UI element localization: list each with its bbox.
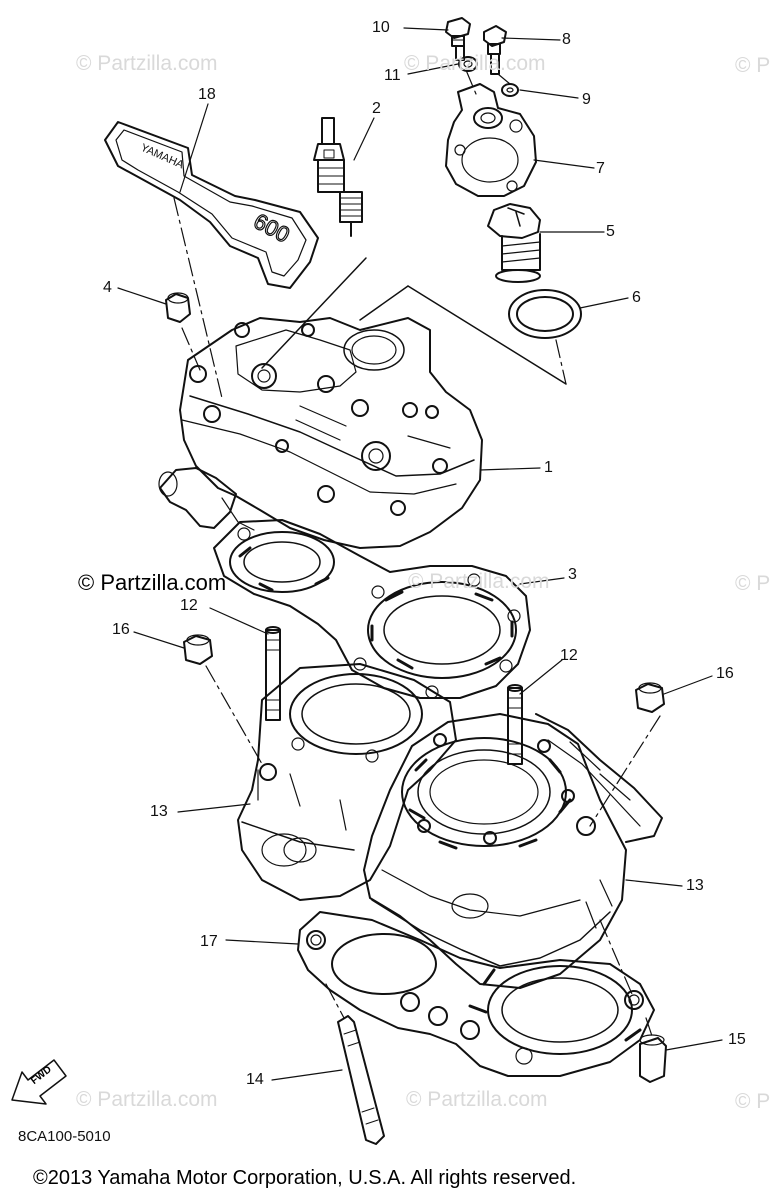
watermark: © Partzilla.com	[406, 1088, 548, 1111]
cylinder-head-part-1	[158, 317, 483, 549]
callout-label: 15	[728, 1031, 746, 1048]
callout-label: 14	[246, 1071, 264, 1088]
base-gasket-part-17	[297, 911, 655, 1077]
callout-label: 11	[384, 67, 401, 84]
callout-label: 4	[103, 279, 112, 296]
callout-label: 12	[560, 647, 578, 664]
callout-label: 13	[150, 803, 168, 820]
diagram-part-code: 8CA100-5010	[18, 1128, 111, 1145]
callout-label: 5	[606, 223, 615, 240]
washer-part-11	[458, 56, 478, 72]
callout-label: 6	[632, 289, 641, 306]
copyright-notice: ©2013 Yamaha Motor Corporation, U.S.A. A…	[33, 1167, 577, 1189]
alignment-lines	[173, 69, 661, 1037]
callout-label: 1	[544, 459, 553, 476]
callout-label: 16	[112, 621, 130, 638]
stud-part-14	[337, 1015, 385, 1145]
stud-part-12-right	[507, 684, 523, 765]
cylinder-part-13-right	[283, 713, 663, 989]
plug-part-15	[639, 1034, 667, 1083]
watermark: © Partzilla.com	[404, 52, 546, 75]
nut-part-16-left	[183, 634, 213, 665]
leader-lines	[117, 27, 723, 1081]
head-gasket-part-3	[213, 519, 531, 699]
callout-label: 12	[180, 597, 198, 614]
watermark-primary: © Partzilla.com	[78, 570, 227, 595]
callout-label: 9	[582, 91, 591, 108]
cylinder-part-13-left	[237, 663, 457, 901]
callout-label: 10	[372, 19, 390, 36]
watermark: © Partzilla.com	[76, 52, 218, 75]
washer-part-9	[501, 83, 519, 97]
callout-label: 16	[716, 665, 734, 682]
assembly-lines	[261, 257, 567, 385]
callout-label: 18	[198, 86, 216, 103]
thermostat-part-5	[487, 203, 541, 283]
fwd-arrow-icon	[11, 1059, 67, 1105]
decal-model-text: 600	[250, 208, 294, 247]
callout-label: 7	[596, 160, 605, 177]
o-ring-part-6	[508, 289, 582, 339]
callout-label: 2	[372, 100, 381, 117]
spark-plug-part-2	[313, 117, 363, 237]
watermark: © Partzilla.com	[408, 570, 550, 593]
callout-label: 3	[568, 566, 577, 583]
watermark: © Partzilla.com	[76, 1088, 218, 1111]
nut-part-16-right	[635, 682, 665, 713]
decal-brand-text: YAMAHA	[139, 142, 186, 172]
callout-label: 17	[200, 933, 218, 950]
nut-part-4	[165, 292, 191, 323]
stud-part-12-left	[265, 626, 281, 721]
bolt-part-8	[483, 25, 507, 75]
watermark: © P	[735, 1090, 771, 1113]
thermostat-cover-part-7	[445, 83, 537, 197]
callout-label: 13	[686, 877, 704, 894]
watermark: © P	[735, 572, 771, 595]
watermark: © P	[735, 54, 771, 77]
decal-gasket-part-18: YAMAHA 600	[104, 121, 319, 289]
callout-label: 8	[562, 31, 571, 48]
